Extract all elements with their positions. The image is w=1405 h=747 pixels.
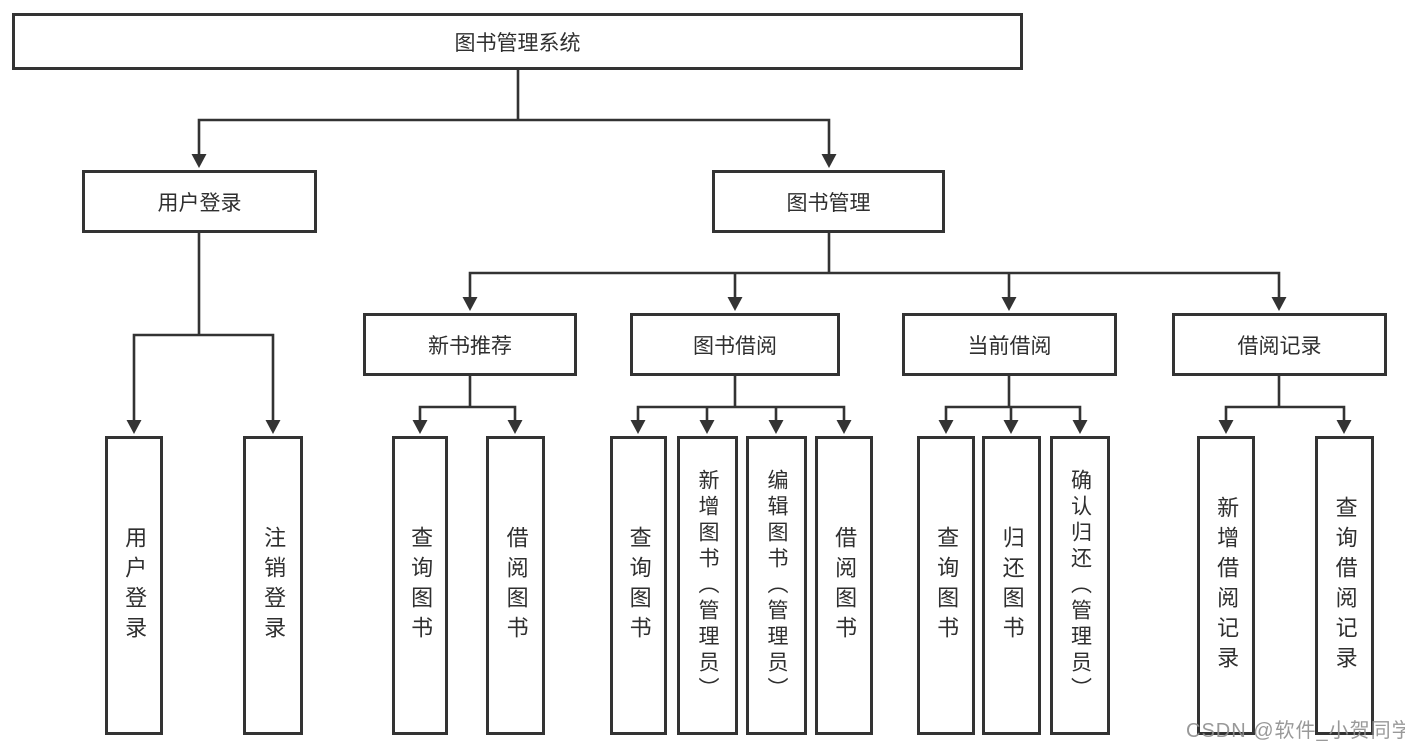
- leaf-confirm-return-admin-label: 确认归还（管理员）: [1068, 468, 1092, 703]
- leaf-confirm-return-admin: 确认归还（管理员）: [1050, 436, 1110, 735]
- node-user-login-label: 用户登录: [157, 191, 242, 215]
- node-borrow-records-label: 借阅记录: [1237, 334, 1322, 358]
- leaf-return-book: 归还图书: [982, 436, 1041, 735]
- node-book-borrow-label: 图书借阅: [693, 334, 777, 358]
- node-new-book-recommend-label: 新书推荐: [428, 334, 512, 358]
- leaf-query-book-current: 查询图书: [917, 436, 975, 735]
- node-current-borrow-label: 当前借阅: [967, 334, 1052, 358]
- node-book-management-label: 图书管理: [786, 191, 871, 215]
- leaf-return-book-label: 归还图书: [999, 525, 1025, 646]
- node-borrow-records: 借阅记录: [1172, 313, 1387, 376]
- node-new-book-recommend: 新书推荐: [363, 313, 577, 376]
- leaf-query-book-borrow-label: 查询图书: [626, 525, 652, 646]
- node-book-management: 图书管理: [712, 170, 945, 233]
- leaf-add-borrow-record-label: 新增借阅记录: [1214, 495, 1240, 676]
- leaf-borrow-book-label: 借阅图书: [832, 525, 858, 646]
- leaf-add-book-admin-label: 新增图书（管理员）: [696, 468, 720, 703]
- leaf-query-borrow-record-label: 查询借阅记录: [1332, 495, 1358, 676]
- leaf-logout: 注销登录: [243, 436, 303, 735]
- leaf-query-borrow-record: 查询借阅记录: [1315, 436, 1374, 735]
- leaf-logout-label: 注销登录: [261, 525, 287, 646]
- leaf-query-book-recommend-label: 查询图书: [408, 525, 434, 646]
- leaf-user-login: 用户登录: [105, 436, 163, 735]
- node-current-borrow: 当前借阅: [902, 313, 1117, 376]
- leaf-add-borrow-record: 新增借阅记录: [1197, 436, 1255, 735]
- leaf-user-login-label: 用户登录: [122, 525, 148, 646]
- leaf-borrow-book-recommend: 借阅图书: [486, 436, 545, 735]
- leaf-edit-book-admin: 编辑图书（管理员）: [746, 436, 807, 735]
- leaf-borrow-book-recommend-label: 借阅图书: [503, 525, 529, 646]
- arrowheads: [126, 154, 1352, 434]
- node-user-login: 用户登录: [82, 170, 317, 233]
- leaf-borrow-book: 借阅图书: [815, 436, 873, 735]
- leaf-query-book-recommend: 查询图书: [392, 436, 448, 735]
- leaf-add-book-admin: 新增图书（管理员）: [677, 436, 738, 735]
- leaf-query-book-borrow: 查询图书: [610, 436, 667, 735]
- leaf-edit-book-admin-label: 编辑图书（管理员）: [765, 468, 789, 703]
- node-root: 图书管理系统: [12, 13, 1023, 70]
- csdn-watermark: CSDN @软件_小贺同学: [1186, 720, 1405, 742]
- node-root-label: 图书管理系统: [454, 31, 581, 55]
- leaf-query-book-current-label: 查询图书: [934, 525, 960, 646]
- node-book-borrow: 图书借阅: [630, 313, 840, 376]
